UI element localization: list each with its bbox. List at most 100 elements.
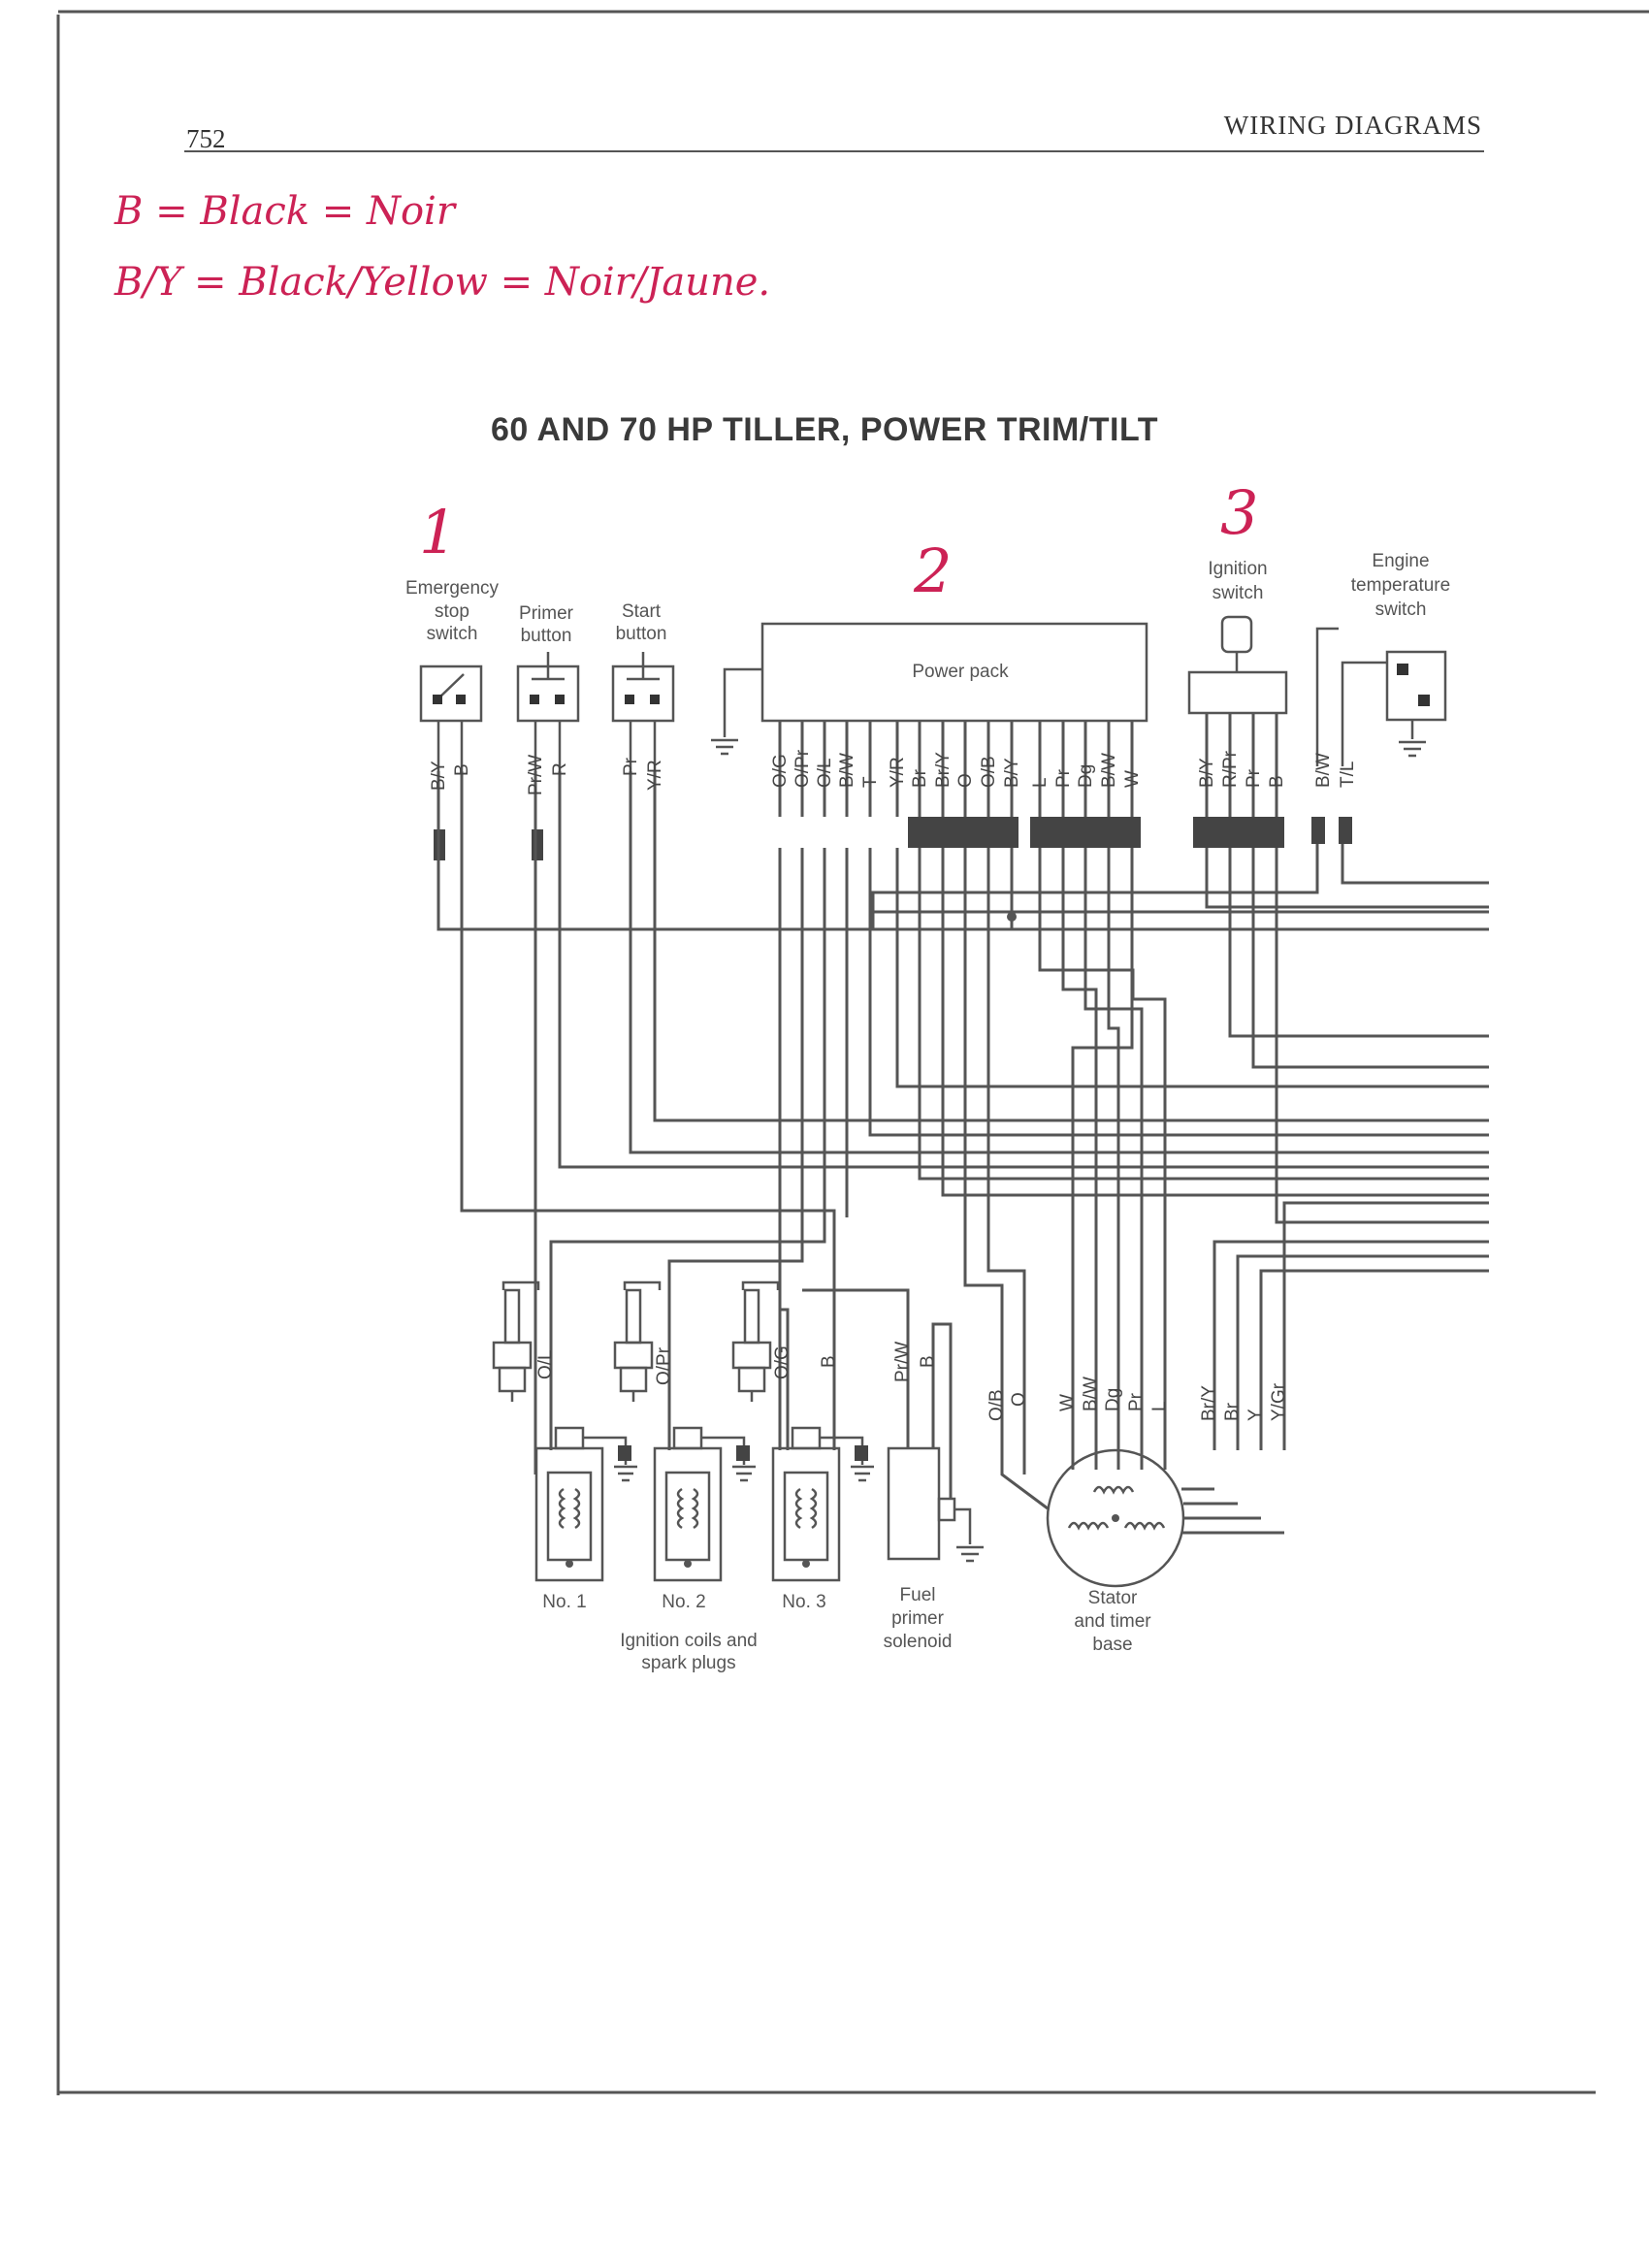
- wire-code-stator_mid-0: W: [1057, 1394, 1078, 1411]
- svg-text:Primer: Primer: [519, 603, 574, 624]
- wire-code-power_pack-8: O: [955, 773, 976, 788]
- wire: [653, 771, 1489, 1122]
- wire-code-start-0: Pr: [621, 757, 641, 776]
- wire-code-power_pack-14: B/W: [1099, 753, 1119, 788]
- wire: [1038, 848, 1167, 1450]
- wire-code-ignition_switch-1: R/Pr: [1220, 750, 1241, 788]
- wire-code-stator_left-1: O: [1009, 1392, 1029, 1407]
- page-border: [56, 10, 1649, 2095]
- page-number: 752: [186, 124, 226, 153]
- wire-code-power_pack-5: Y/R: [888, 757, 908, 788]
- wire-code-solenoid-0: Pr/W: [892, 1342, 913, 1382]
- wire-code-power_pack-1: O/Pr: [792, 749, 813, 788]
- spark-plug-1: [492, 1280, 540, 1402]
- wire: [1282, 1201, 1489, 1450]
- temp-switch-label: Engine temperature switch: [1351, 551, 1450, 620]
- svg-text:solenoid: solenoid: [884, 1632, 953, 1652]
- wire-code-ignition_switch-0: B/Y: [1197, 758, 1217, 788]
- wire: [629, 771, 1489, 1154]
- wire: [1205, 848, 1489, 909]
- wire-code-emergency_stop-1: B: [452, 763, 472, 776]
- wire: [1228, 848, 1489, 1038]
- wire-code-stator_mid-1: B/W: [1081, 1377, 1101, 1411]
- wire-code-stator_right-2: Y: [1245, 1409, 1266, 1421]
- primer-terminal-b: [555, 695, 565, 704]
- wire: [963, 848, 1049, 1510]
- svg-text:button: button: [521, 626, 572, 646]
- svg-text:switch: switch: [427, 624, 478, 644]
- wire-code-power_pack-9: O/B: [979, 756, 999, 788]
- connector-blocks: [434, 817, 1352, 860]
- svg-text:Stator: Stator: [1088, 1588, 1138, 1608]
- wire-code-power_pack-6: Br: [910, 768, 930, 788]
- start-button-label: Start button: [616, 601, 667, 644]
- svg-text:Fuel: Fuel: [900, 1585, 936, 1605]
- engine-temperature-switch: [1315, 627, 1447, 766]
- wire-code-primer-0: Pr/W: [526, 755, 546, 795]
- wire-code-coil_3-1: B: [819, 1355, 839, 1368]
- svg-text:and timer: and timer: [1074, 1611, 1151, 1632]
- wire: [802, 1288, 910, 1448]
- svg-text:switch: switch: [1212, 583, 1264, 603]
- marker-1: 1: [419, 497, 457, 567]
- coil-junction: [684, 1560, 692, 1568]
- svg-text:base: base: [1092, 1635, 1132, 1655]
- svg-text:primer: primer: [891, 1608, 945, 1629]
- wire-code-temp_switch-1: T/L: [1338, 761, 1358, 788]
- coil-ground-connector: [736, 1445, 750, 1461]
- wire-code-ignition_switch-3: B: [1267, 775, 1287, 788]
- emergency-stop-terminal-a: [433, 695, 442, 704]
- power-pack: [711, 622, 1148, 756]
- primer-button: [516, 652, 580, 771]
- wire-code-stator_mid-4: L: [1149, 1401, 1170, 1411]
- coil-ground-connector: [618, 1445, 631, 1461]
- junction-dot: [1007, 912, 1017, 922]
- wire: [1259, 1269, 1489, 1450]
- wire: [895, 848, 1489, 1088]
- wire: [1341, 844, 1489, 885]
- spark-plug-2: [613, 1280, 662, 1402]
- svg-text:button: button: [616, 624, 667, 644]
- wire-code-power_pack-12: Pr: [1053, 768, 1074, 788]
- wire: [931, 1322, 953, 1499]
- ignition-coils-caption-1: Ignition coils and: [620, 1631, 758, 1651]
- wire-code-power_pack-3: B/W: [837, 753, 857, 788]
- wire-code-power_pack-7: Br/Y: [933, 752, 954, 788]
- section-title: WIRING DIAGRAMS: [1223, 111, 1482, 140]
- wiring-harness: [436, 713, 1489, 1535]
- start-terminal-b: [650, 695, 660, 704]
- coil-ground-connector: [855, 1445, 868, 1461]
- power-pack-label: Power pack: [912, 662, 1009, 682]
- coil-labels: No. 1 No. 2 No. 3 Ignition coils and spa…: [542, 1592, 825, 1673]
- wire-code-coil_2: O/Pr: [654, 1346, 674, 1385]
- wire: [941, 848, 1489, 1197]
- wire-code-power_pack-15: W: [1122, 770, 1143, 788]
- svg-text:Ignition: Ignition: [1208, 559, 1267, 579]
- solenoid-label: Fuel primer solenoid: [884, 1585, 953, 1652]
- start-button: [611, 652, 675, 771]
- handwritten-note-2: B/Y = Black/Yellow = Noir/Jaune.: [114, 260, 771, 305]
- primer-button-label: Primer button: [519, 603, 574, 646]
- handwritten-note-1: B = Black = Noir: [114, 189, 455, 234]
- coil-junction: [566, 1560, 573, 1568]
- wire-code-power_pack-2: O/L: [815, 758, 835, 788]
- wire: [436, 771, 1489, 931]
- wire-code-stator_right-3: Y/Gr: [1269, 1382, 1289, 1421]
- coil-1-label: No. 1: [542, 1592, 586, 1612]
- wire-code-power_pack-13: Dg: [1076, 764, 1096, 788]
- temp-switch-terminal-b: [1418, 695, 1430, 706]
- marker-3: 3: [1220, 477, 1258, 548]
- marker-2: 2: [913, 535, 952, 606]
- wire: [1083, 848, 1144, 1450]
- wire-code-power_pack-10: B/Y: [1002, 758, 1022, 788]
- wire-code-power_pack-0: O/G: [770, 754, 791, 788]
- wire-code-emergency_stop-0: B/Y: [429, 761, 449, 791]
- stator-center: [1112, 1514, 1119, 1522]
- coil-2-label: No. 2: [662, 1592, 705, 1612]
- wire-code-start-1: Y/R: [645, 760, 665, 791]
- svg-text:stop: stop: [435, 601, 469, 622]
- wire: [1107, 848, 1120, 1450]
- wire: [871, 844, 1319, 929]
